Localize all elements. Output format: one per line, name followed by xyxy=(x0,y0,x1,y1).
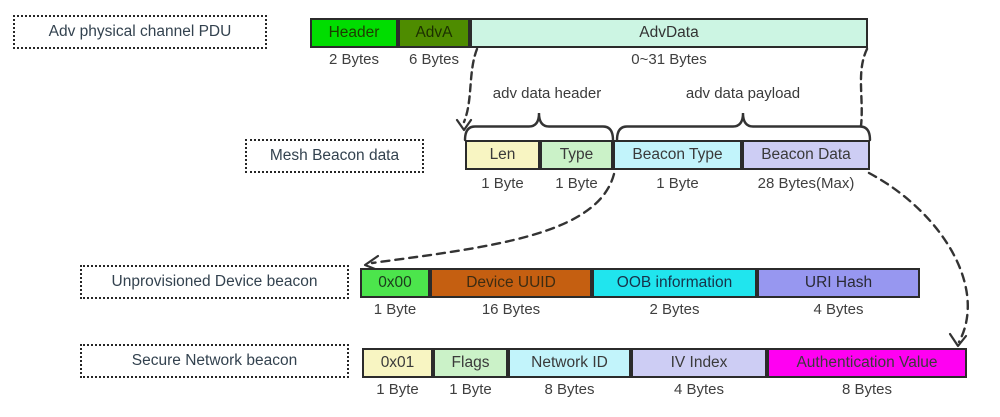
row-label-mesh-beacon-data: Mesh Beacon data xyxy=(245,139,424,173)
segment-header: Header xyxy=(310,18,398,48)
row-label-adv-physical-channel-pdu: Adv physical channel PDU xyxy=(13,15,267,49)
bytes-label-header: 2 Bytes xyxy=(328,51,380,68)
bytes-label-network-id: 8 Bytes xyxy=(544,381,595,398)
segment-authentication-value: Authentication Value xyxy=(767,348,967,378)
segment-iv-index: IV Index xyxy=(631,348,767,378)
arrowhead-to-secure-network xyxy=(948,332,968,348)
bytes-label-flags: 1 Byte xyxy=(449,381,492,398)
segment-network-id: Network ID xyxy=(508,348,631,378)
segment-0x01: 0x01 xyxy=(362,348,433,378)
bytes-label-oob-information: 2 Bytes xyxy=(649,301,700,318)
segment-adva: AdvA xyxy=(398,18,470,48)
bytes-label-type: 1 Byte xyxy=(555,175,598,192)
segment-advdata: AdvData xyxy=(470,18,868,48)
segment-device-uuid: Device UUID xyxy=(430,268,592,298)
bytes-label-iv-index: 4 Bytes xyxy=(673,381,725,398)
segment-beacon-data: Beacon Data xyxy=(742,140,870,170)
brace-adv-data-header xyxy=(463,112,615,142)
bytes-label-beacon-type: 1 Byte xyxy=(656,175,699,192)
bytes-label-authentication-value: 8 Bytes xyxy=(841,381,893,398)
row-label-secure-network-beacon: Secure Network beacon xyxy=(80,344,349,378)
row-label-unprovisioned-device-beacon: Unprovisioned Device beacon xyxy=(80,265,349,299)
arrowhead-advdata-left xyxy=(455,118,473,132)
bytes-label-beacon-data: 28 Bytes(Max) xyxy=(757,175,855,192)
segment-oob-information: OOB information xyxy=(592,268,757,298)
bytes-label-0x01: 1 Byte xyxy=(376,381,419,398)
bytes-label-adva: 6 Bytes xyxy=(408,51,460,68)
segment-type: Type xyxy=(540,140,613,170)
bytes-label-0x00: 1 Byte xyxy=(373,301,417,318)
bytes-label-len: 1 Byte xyxy=(481,175,524,192)
brace-label-adv-data-payload: adv data payload xyxy=(685,85,801,102)
segment-flags: Flags xyxy=(433,348,508,378)
bytes-label-device-uuid: 16 Bytes xyxy=(481,301,541,318)
bytes-label-uri-hash: 4 Bytes xyxy=(813,301,864,318)
segment-len: Len xyxy=(465,140,540,170)
bytes-label-advdata: 0~31 Bytes xyxy=(631,51,707,68)
brace-adv-data-payload xyxy=(615,112,872,142)
segment-0x00: 0x00 xyxy=(360,268,430,298)
brace-label-adv-data-header: adv data header xyxy=(492,85,602,102)
segment-uri-hash: URI Hash xyxy=(757,268,920,298)
segment-beacon-type: Beacon Type xyxy=(613,140,742,170)
